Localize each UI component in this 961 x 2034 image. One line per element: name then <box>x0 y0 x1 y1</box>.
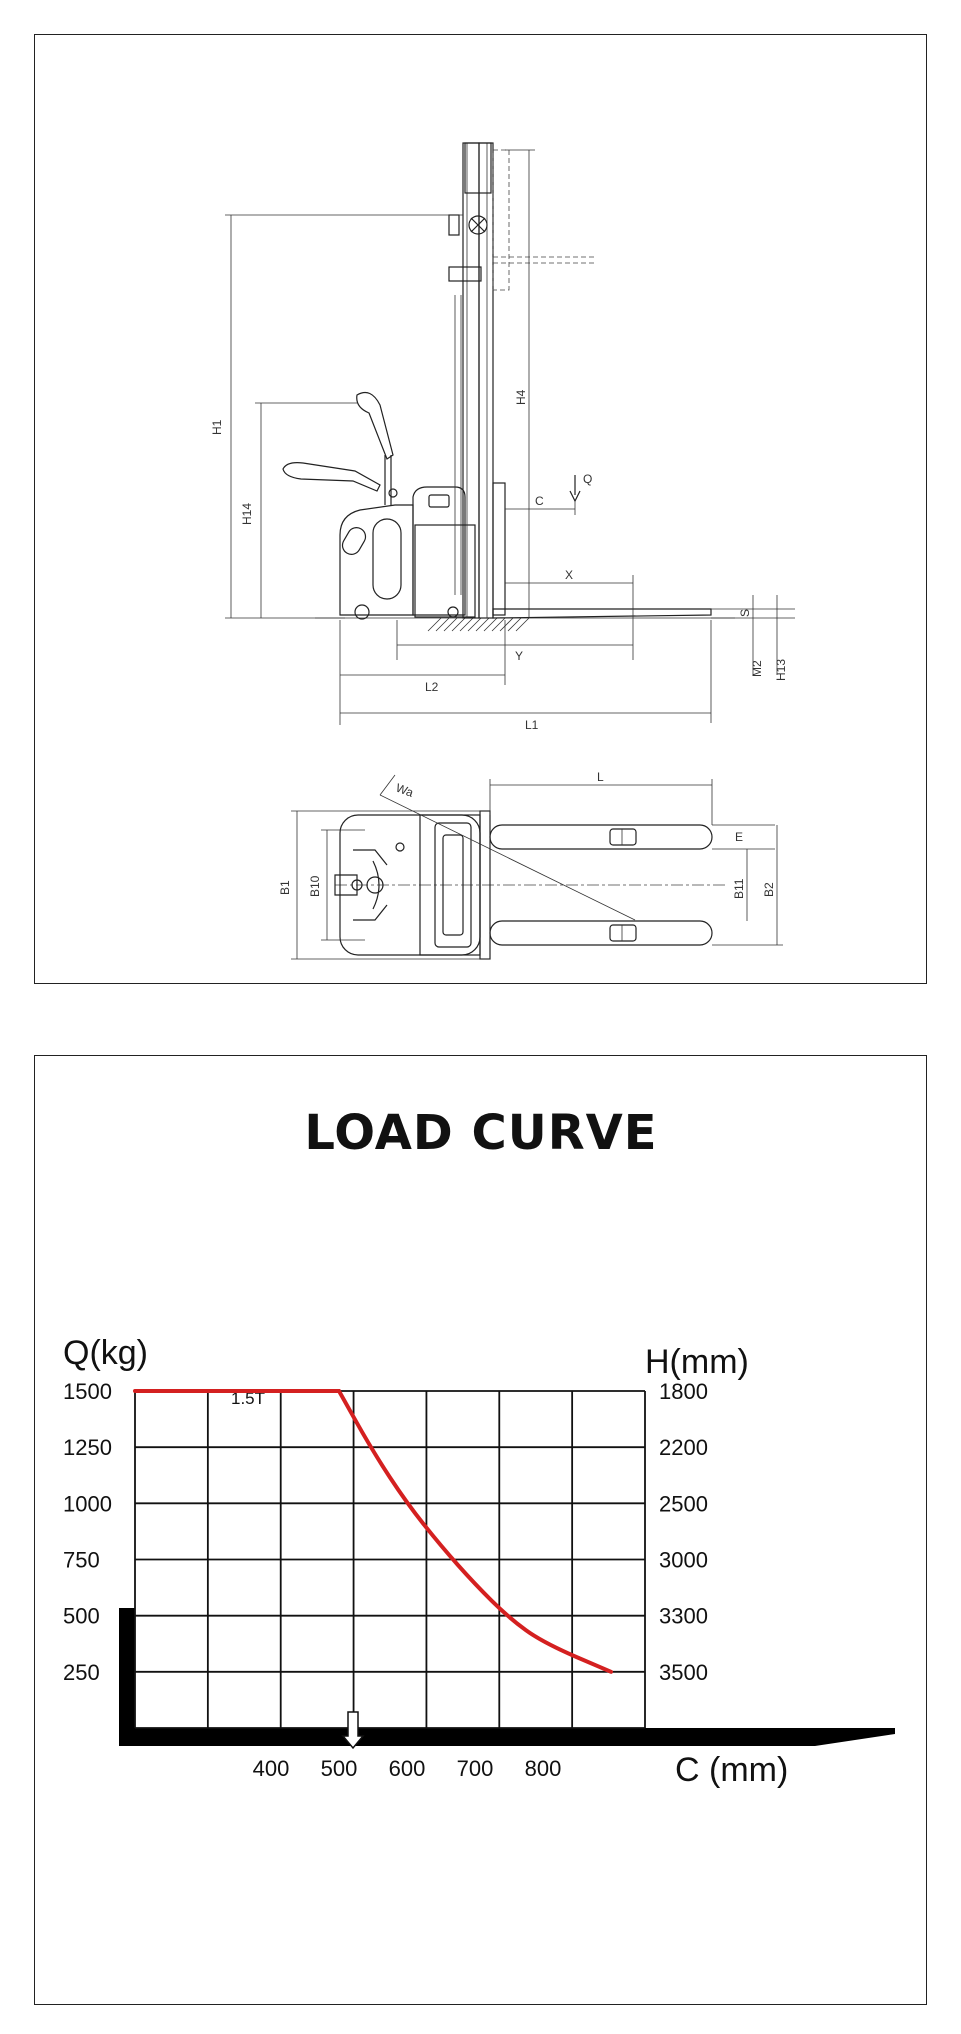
y2-tick-label: 3300 <box>659 1604 708 1629</box>
dim-s: S <box>738 609 752 617</box>
dim-h14: H14 <box>240 503 254 525</box>
mast-inner <box>478 142 494 619</box>
dim-h4: H4 <box>514 389 528 405</box>
dim-wa: Wa <box>394 781 416 800</box>
ground-hatch <box>427 617 530 632</box>
series-layer <box>133 1389 613 1674</box>
dim-b1: B1 <box>278 880 292 895</box>
y-tick-label: 250 <box>63 1660 100 1685</box>
y-tick-label: 1250 <box>63 1435 112 1460</box>
chart-title: LOAD CURVE <box>304 1105 657 1161</box>
technical-drawing-panel: H1 H14 H4 Q C X Y <box>34 34 927 984</box>
dim-l2: L2 <box>425 680 439 694</box>
x-tick-label: 600 <box>389 1756 426 1781</box>
dim-e: E <box>735 830 743 844</box>
load-curve-chart: LOAD CURVE Q(kg) H(mm) C (mm) 1.5T 400 50… <box>63 1105 895 1789</box>
dim-l: L <box>597 770 604 784</box>
x-tick-label: 800 <box>525 1756 562 1781</box>
drive-wheel <box>354 604 370 620</box>
top-view: Wa L B1 B10 E B11 B2 <box>278 770 783 960</box>
dim-y: Y <box>515 649 523 663</box>
tick-labels: 400 500 600 700 800 1500 1250 1000 750 500 250 1800… <box>63 1379 708 1781</box>
y2-tick-label: 1800 <box>659 1379 708 1404</box>
dim-l1: L1 <box>525 718 539 732</box>
cross-member <box>448 266 482 282</box>
stacker-drawing: H1 H14 H4 Q C X Y <box>210 142 795 960</box>
dim-b10: B10 <box>308 875 322 897</box>
dim-x: X <box>565 568 573 582</box>
mast-pulley <box>468 215 488 235</box>
y2-tick-label: 2500 <box>659 1491 708 1516</box>
dim-c: C <box>535 494 544 508</box>
x-tick-label: 400 <box>253 1756 290 1781</box>
y-tick-label: 750 <box>63 1548 100 1573</box>
carriage-raised <box>492 149 510 291</box>
dim-b2: B2 <box>762 882 776 897</box>
y-tick-label: 500 <box>63 1604 100 1629</box>
chassis <box>412 486 466 616</box>
ground-base <box>119 1608 895 1746</box>
tiller-upright <box>356 392 394 460</box>
fork-top-upper <box>489 824 713 850</box>
fork-top-lower <box>489 920 713 946</box>
x-tick-label: 500 <box>321 1756 358 1781</box>
dim-h1: H1 <box>210 419 224 435</box>
y-tick-label: 1500 <box>63 1379 112 1404</box>
dim-h13: H13 <box>774 659 788 681</box>
left-axis-label: Q(kg) <box>63 1334 148 1372</box>
side-panel <box>372 518 402 600</box>
y2-tick-label: 3000 <box>659 1548 708 1573</box>
load-curve-panel: LOAD CURVE Q(kg) H(mm) C (mm) 1.5T 400 50… <box>34 1055 927 2005</box>
grid <box>134 1390 646 1729</box>
curve-label: 1.5T <box>231 1389 265 1408</box>
y-tick-label: 1000 <box>63 1491 112 1516</box>
right-axis-label: H(mm) <box>645 1343 749 1381</box>
dim-m2: M2 <box>750 660 764 677</box>
dim-q: Q <box>583 472 592 486</box>
carriage <box>492 482 506 616</box>
tiller-head <box>334 874 358 896</box>
bottom-axis-label: C (mm) <box>675 1751 788 1789</box>
battery-cover <box>339 504 414 616</box>
side-view: H1 H14 H4 Q C X Y <box>210 142 795 732</box>
series-line-1-5t <box>133 1389 613 1674</box>
dim-b11: B11 <box>732 878 746 899</box>
fork <box>492 608 712 619</box>
tiller-lowered <box>282 462 381 492</box>
y2-tick-label: 3500 <box>659 1660 708 1685</box>
x-tick-label: 700 <box>457 1756 494 1781</box>
y2-tick-label: 2200 <box>659 1435 708 1460</box>
load-center-arrow <box>341 1711 365 1750</box>
